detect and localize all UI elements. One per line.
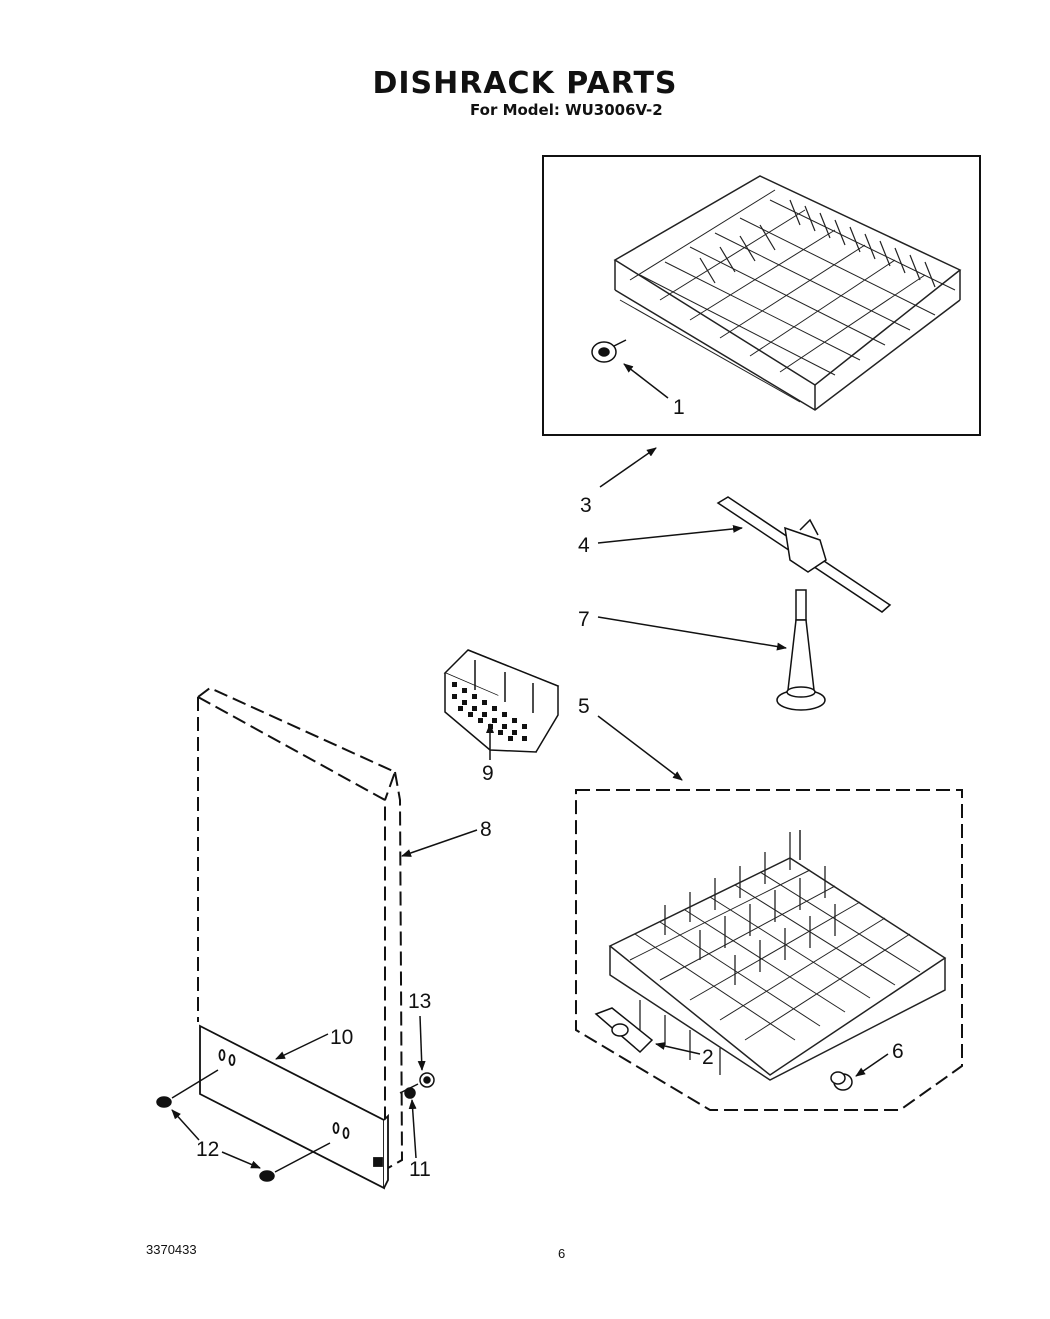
callout-1: 1	[673, 396, 685, 419]
spray-arm-part	[716, 496, 892, 613]
nut-washer-parts	[399, 1072, 435, 1099]
screw-parts	[156, 1069, 331, 1182]
document-number: 3370433	[146, 1242, 197, 1257]
callout-10: 10	[330, 1026, 353, 1049]
callout-6: 6	[892, 1040, 904, 1063]
leader-lines	[171, 363, 889, 1169]
upper-rack-frame	[542, 155, 981, 436]
roller-carrier-part	[594, 1007, 654, 1054]
callout-7: 7	[578, 608, 590, 631]
page-title: DISHRACK PARTS	[372, 66, 678, 101]
callout-12: 12	[196, 1138, 219, 1161]
stop-cap-part	[830, 1071, 853, 1091]
callout-9: 9	[482, 762, 494, 785]
callout-11: 11	[409, 1158, 431, 1181]
model-subtitle: For Model: WU3006V-2	[470, 101, 663, 119]
callout-3: 3	[580, 494, 592, 517]
lower-rack-frame	[575, 789, 963, 1111]
callout-4: 4	[578, 534, 590, 557]
callout-8: 8	[480, 818, 492, 841]
bracket-plate-part	[199, 1024, 389, 1190]
rack-roller-part	[591, 339, 627, 363]
callout-13: 13	[408, 990, 431, 1013]
wash-tower-part	[776, 589, 826, 711]
upper-dishrack	[613, 175, 962, 411]
page-number: 6	[558, 1246, 566, 1261]
lower-dishrack	[608, 830, 947, 1081]
callout-5: 5	[578, 695, 590, 718]
callout-2: 2	[702, 1046, 714, 1069]
door-panel-part	[197, 686, 404, 1169]
silverware-basket-part	[443, 649, 560, 753]
